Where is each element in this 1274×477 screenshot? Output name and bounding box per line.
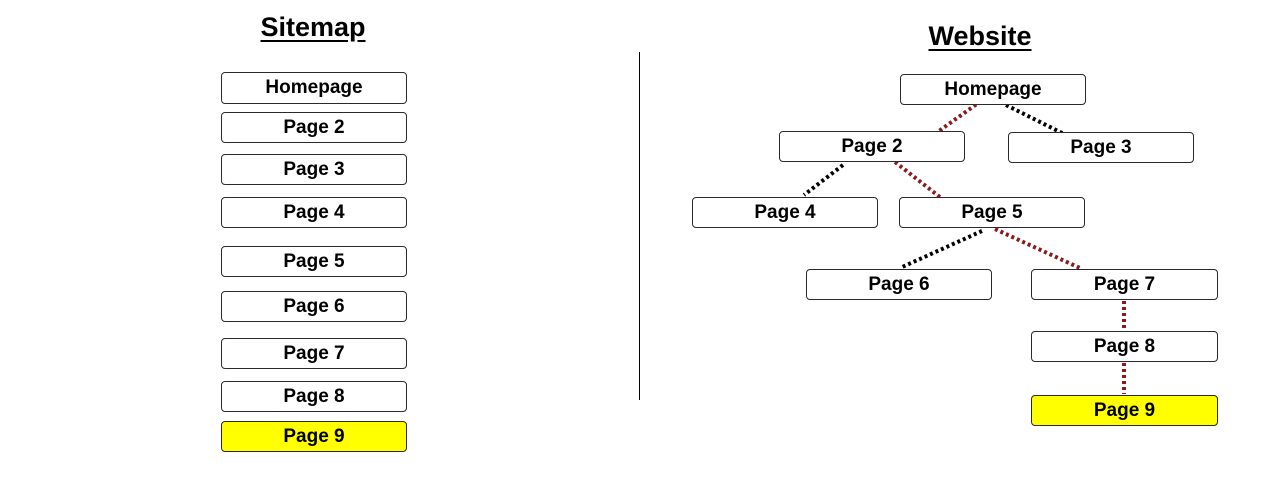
website-node-homepage: Homepage [900, 74, 1086, 105]
link-page2-to-page5 [893, 160, 947, 203]
sitemap-item-page-2: Page 2 [221, 112, 407, 143]
website-node-page-3: Page 3 [1008, 132, 1194, 163]
link-page2-to-page4 [802, 163, 845, 197]
website-node-page-8: Page 8 [1031, 331, 1218, 362]
website-node-page-9: Page 9 [1031, 395, 1218, 426]
sitemap-item-homepage: Homepage [221, 72, 407, 104]
sitemap-item-page-3: Page 3 [221, 154, 407, 185]
link-homepage-to-page2 [937, 99, 983, 133]
sitemap-item-page-4: Page 4 [221, 197, 407, 228]
website-node-page-4: Page 4 [692, 197, 878, 228]
link-page5-to-page7 [994, 227, 1081, 270]
sitemap-item-page-8: Page 8 [221, 381, 407, 412]
section-divider [639, 52, 640, 400]
website-node-page-2: Page 2 [779, 131, 965, 162]
website-title: Website [928, 21, 1032, 51]
sitemap-title: Sitemap [260, 12, 366, 42]
website-node-page-6: Page 6 [806, 269, 992, 300]
sitemap-item-page-6: Page 6 [221, 291, 407, 322]
sitemap-item-page-9: Page 9 [221, 421, 407, 452]
sitemap-item-page-5: Page 5 [221, 246, 407, 277]
website-node-page-5: Page 5 [899, 197, 1085, 228]
website-node-page-7: Page 7 [1031, 269, 1218, 300]
link-page5-to-page6 [899, 229, 983, 270]
sitemap-item-page-7: Page 7 [221, 338, 407, 369]
